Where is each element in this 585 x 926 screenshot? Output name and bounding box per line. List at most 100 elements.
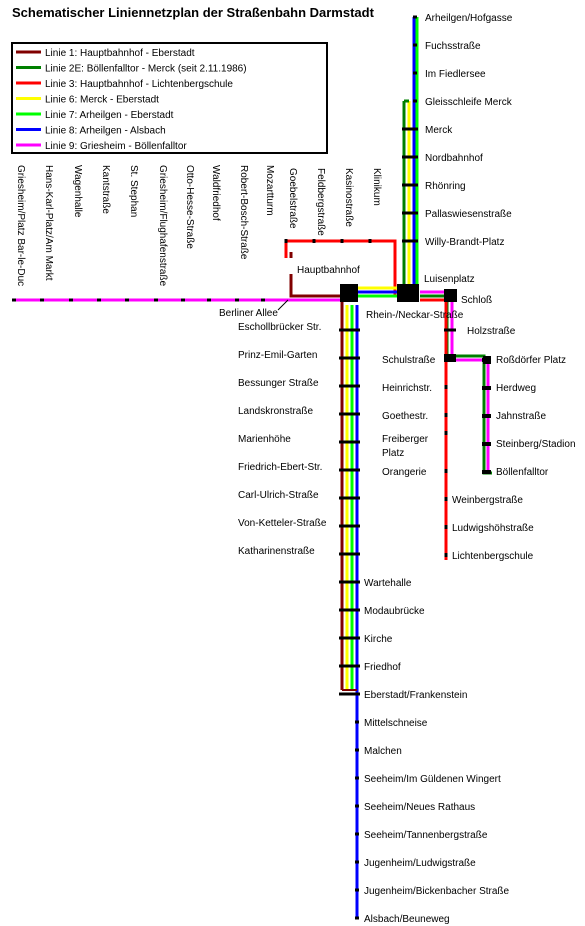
stop-west-3	[97, 298, 101, 302]
stop-west-0	[12, 298, 16, 302]
stop-south-8	[339, 552, 360, 556]
station-north-5: Nordbahnhof	[425, 153, 483, 164]
station-west-1: Hans-Karl-Platz/Am Markt	[43, 165, 54, 281]
station-hbf-branch-2: Kasinostraße	[343, 168, 354, 227]
berliner-allee-pointer	[277, 299, 289, 311]
station-west-2: Wagenhalle	[72, 165, 83, 218]
stop-north-wide-6	[402, 183, 418, 187]
station-line3-1: Heinrichstr.	[382, 383, 432, 394]
station-south-21: Alsbach/Beuneweg	[364, 914, 450, 925]
station-hbf-branch-3: Klinikum	[371, 168, 382, 206]
station-west-7: Waldfriedhof	[210, 165, 221, 221]
stop-line3-4	[444, 469, 448, 473]
station-west-6: Otto-Hesse-Straße	[184, 165, 195, 249]
station-north-8: Willy-Brandt-Platz	[425, 237, 504, 248]
station-west-9: Mozartturm	[264, 165, 275, 216]
stop-hbf-branch-2	[340, 239, 344, 243]
stop-south-6	[339, 496, 360, 500]
stop-south-2	[339, 384, 360, 388]
stop-west-9	[261, 298, 265, 302]
station-east-3: Steinberg/Stadion	[496, 439, 576, 450]
station-west-5: Griesheim/Flughafenstraße	[157, 165, 168, 287]
station-schloss: Schloß	[461, 295, 492, 306]
stop-north-wide-5	[402, 155, 418, 159]
station-south-16: Seeheim/Im Güldenen Wingert	[364, 774, 501, 785]
stop-north-wide-4	[402, 127, 418, 131]
stop-hbf-branch-3	[368, 239, 372, 243]
station-line3-0: Schulstraße	[382, 355, 436, 366]
stop-south-4	[339, 440, 360, 444]
stop-rossdoerfer	[483, 356, 491, 364]
stop-east-4	[482, 470, 491, 474]
stop-south-16	[355, 776, 359, 780]
station-south-3: Landskronstraße	[238, 406, 313, 417]
stop-north-wide-7	[402, 211, 418, 215]
stop-east-1	[482, 386, 491, 390]
stop-hbf-branch-1	[312, 239, 316, 243]
stop-line3-3	[444, 431, 448, 435]
station-line3-7: Lichtenbergschule	[452, 551, 534, 562]
legend-entry-line8: Linie 8: Arheilgen - Alsbach	[45, 126, 166, 137]
stop-north-0	[413, 15, 417, 19]
station-south-2: Bessunger Straße	[238, 378, 319, 389]
legend-entry-line9: Linie 9: Griesheim - Böllenfalltor	[45, 141, 187, 152]
station-south-7: Von-Ketteler-Straße	[238, 518, 327, 529]
station-north-2: Im Fiedlersee	[425, 69, 486, 80]
station-south-0: Eschollbrücker Str.	[238, 322, 321, 333]
station-north-4: Merck	[425, 125, 453, 136]
station-south-8: Katharinenstraße	[238, 546, 315, 557]
station-north-0: Arheilgen/Hofgasse	[425, 13, 513, 24]
stop-luisenplatz	[397, 284, 419, 302]
station-east-0: Roßdörfer Platz	[496, 355, 566, 366]
stop-west-7	[207, 298, 211, 302]
stop-south-12	[339, 664, 360, 668]
station-south-5: Friedrich-Ebert-Str.	[238, 462, 322, 473]
stop-west-1	[40, 298, 44, 302]
station-south-1: Prinz-Emil-Garten	[238, 350, 317, 361]
stop-north-1	[413, 43, 417, 47]
stop-south-10	[339, 608, 360, 612]
station-south-10: Modaubrücke	[364, 606, 425, 617]
hbf-gap	[284, 258, 294, 274]
stop-south-1	[339, 356, 360, 360]
station-east-4: Böllenfalltor	[496, 467, 549, 478]
stop-west-5	[154, 298, 158, 302]
stop-schulstrasse	[444, 354, 456, 362]
station-south-12: Friedhof	[364, 662, 401, 673]
stop-south-0	[339, 328, 360, 332]
stop-south-9	[339, 580, 360, 584]
station-south-17: Seeheim/Neues Rathaus	[364, 802, 475, 813]
stop-south-20	[355, 888, 359, 892]
station-line3-4: Orangerie	[382, 467, 427, 478]
station-line3-3a: Freiberger	[382, 434, 429, 445]
station-north-3: Gleisschleife Merck	[425, 97, 513, 108]
station-line3-5: Weinbergstraße	[452, 495, 523, 506]
stop-south-18	[355, 832, 359, 836]
stop-south-14	[355, 720, 359, 724]
stops	[12, 15, 491, 920]
station-line3-2: Goethestr.	[382, 411, 428, 422]
stop-line3-7	[444, 553, 448, 557]
stop-west-8	[235, 298, 239, 302]
legend-entry-line6: Linie 6: Merck - Eberstadt	[45, 95, 159, 106]
station-west-0: Griesheim/Platz Bar-le-Duc	[15, 165, 26, 286]
station-south-18: Seeheim/Tannenbergstraße	[364, 830, 488, 841]
stop-line3-1	[444, 385, 448, 389]
station-hauptbahnhof: Hauptbahnhof	[297, 265, 360, 276]
stop-hbf-branch-0	[284, 239, 288, 243]
map-title: Schematischer Liniennetzplan der Straßen…	[12, 5, 375, 20]
stop-west-2	[69, 298, 73, 302]
stop-south-17	[355, 804, 359, 808]
stop-north-wide-8	[402, 239, 418, 243]
stop-schloss	[444, 289, 457, 302]
stop-south-13	[339, 692, 360, 696]
station-rhein-neckar: Rhein-/Neckar-Straße	[366, 310, 464, 321]
station-south-11: Kirche	[364, 634, 393, 645]
stop-line3-2	[444, 413, 448, 417]
stop-east-3	[482, 442, 491, 446]
stop-rhein-neckar	[340, 284, 358, 302]
legend-entry-line7: Linie 7: Arheilgen - Eberstadt	[45, 110, 174, 121]
station-line3-3b: Platz	[382, 448, 404, 459]
stop-east-2	[482, 414, 491, 418]
